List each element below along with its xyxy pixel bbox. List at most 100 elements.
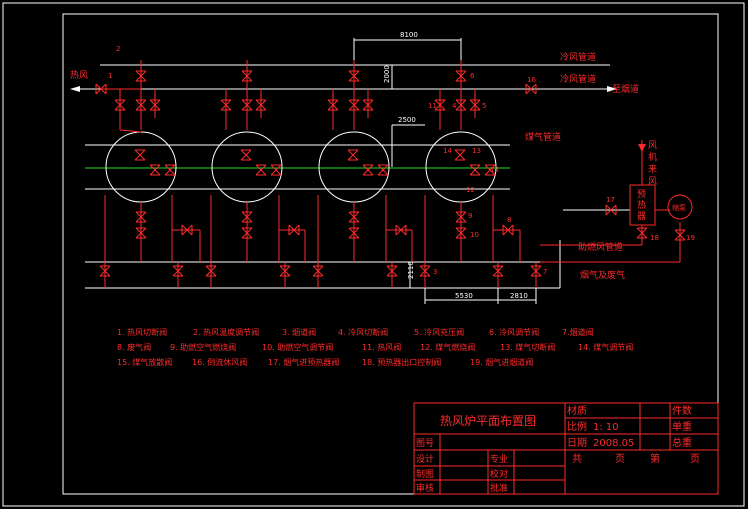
page-label-2: 页 (690, 453, 700, 465)
count-label: 件数 (672, 404, 692, 417)
legend-item: 1. 热风切断阀 (117, 327, 167, 337)
combustion-air-label: 助燃风管道 (578, 241, 623, 253)
red-piping (100, 60, 681, 288)
stove-2 (211, 131, 283, 203)
legend-item: 3. 烟道阀 (282, 327, 316, 337)
valve-num-6: 6 (470, 72, 475, 80)
valve-icon (241, 70, 253, 82)
valve-num-12: 12 (466, 186, 475, 194)
valve-icon (135, 70, 147, 82)
legend-item: 5. 冷风充压阀 (414, 327, 464, 337)
legend-item: 4. 冷风切断阀 (338, 327, 388, 337)
legend-item: 9. 助燃空气燃烧阀 (170, 342, 236, 352)
legend-item: 11. 热风阀 (362, 342, 401, 352)
date-value: 2008.05 (593, 438, 634, 449)
legend-item: 13. 煤气切断阀 (500, 342, 555, 352)
scale-value: 1: 10 (593, 422, 619, 433)
legend-item: 14. 煤气调节阀 (578, 342, 633, 352)
valve-num-8: 8 (507, 216, 511, 224)
approve-label: 批准 (490, 482, 508, 494)
valve-num-11: 11 (428, 102, 437, 110)
drafting-label: 制图 (416, 468, 434, 480)
weight-label: 单重 (672, 420, 692, 433)
preheater-char-2: 热 (637, 199, 646, 211)
scale-label: 比例 (567, 420, 587, 433)
valve-num-10: 10 (470, 231, 479, 239)
valve-icon (455, 70, 467, 82)
material-label: 材质 (567, 404, 587, 417)
page-label-1: 页 (615, 453, 625, 465)
legend-item: 10. 助燃空气调节阀 (262, 342, 333, 352)
legend-item: 16. 倒流休风阀 (192, 357, 247, 367)
legend-item: 17. 烟气进预热器阀 (268, 357, 339, 367)
valve-num-7: 7 (543, 268, 547, 276)
stove-1 (105, 131, 177, 203)
pump-label: 缩泵 (672, 203, 686, 212)
valve-num-3: 3 (433, 268, 437, 276)
pump-icon (667, 194, 693, 220)
design-label: 设计 (416, 453, 434, 465)
fan-char-3: 来 (648, 164, 657, 175)
valve-num-15: 15 (490, 166, 499, 174)
preheater-char-1: 预 (637, 189, 646, 200)
stove-3 (318, 131, 390, 203)
valve-legend: 1. 热风切断阀 2. 热风温度调节阀 3. 烟道阀 4. 冷风切断阀 5. 冷… (117, 327, 633, 367)
stove-valves (134, 149, 496, 176)
drawing-no-label: 图号 (416, 438, 434, 449)
legend-item: 7.烟道阀 (562, 327, 594, 337)
valve-num-5: 5 (482, 102, 486, 110)
valve-num-14: 14 (443, 147, 452, 155)
sheet-no-label: 第 (650, 452, 660, 465)
preheater-char-3: 器 (637, 211, 646, 222)
preheater-box (629, 184, 656, 226)
fan-arrow-icon (638, 144, 646, 152)
title-block (413, 402, 719, 495)
dim-2110: 2110 (407, 261, 415, 279)
total-weight-label: 总重 (672, 436, 692, 449)
drawing-title: 热风炉平面布置图 (440, 414, 536, 428)
review-label: 审核 (416, 482, 434, 494)
dim-2500: 2500 (398, 116, 416, 124)
chimney-arrow (607, 86, 617, 92)
gas-pipe-label: 煤气管道 (525, 131, 561, 143)
stoves (105, 131, 497, 203)
major-label: 专业 (490, 453, 508, 465)
fan-char-1: 风 (648, 140, 657, 151)
flue-gas-label: 烟气及废气 (580, 269, 625, 281)
dimension-lines (353, 38, 537, 304)
valve-num-4: 4 (452, 102, 457, 110)
cold-air-pipe-label: 冷风管道 (560, 51, 596, 63)
valves (95, 70, 686, 277)
dim-8100: 8100 (400, 31, 418, 39)
fan-char-4: 风 (648, 176, 657, 187)
valve-num-17: 17 (606, 196, 615, 204)
valve-num-13: 13 (472, 147, 481, 155)
legend-item: 15. 煤气放散阀 (117, 357, 172, 367)
dim-2000: 2000 (383, 65, 391, 83)
legend-item: 2. 热风温度调节阀 (193, 327, 259, 337)
inner-frame (62, 13, 719, 495)
valve-icon (348, 70, 360, 82)
hot-air-arrow (70, 86, 80, 92)
check-label: 校对 (490, 468, 508, 480)
valve-num-19: 19 (686, 234, 695, 242)
dim-5530: 5530 (455, 292, 473, 300)
legend-item: 8. 废气阀 (117, 342, 151, 352)
legend-item: 18. 预热器出口控制阀 (362, 357, 441, 367)
valve-num-2: 2 (116, 45, 120, 53)
pipelines (76, 64, 630, 289)
hot-air-label: 热风 (70, 69, 88, 81)
fan-char-2: 机 (648, 151, 657, 163)
date-label: 日期 (567, 437, 587, 449)
title-block-text: 热风炉平面布置图 材质 件数 比例 1: 10 单重 日期 2008.05 总重… (416, 404, 700, 494)
stove-4 (425, 131, 497, 203)
valve-num-18: 18 (650, 234, 659, 242)
total-label: 共 (572, 453, 582, 465)
dim-2810: 2810 (510, 292, 528, 300)
valve-num-9: 9 (468, 212, 472, 220)
chimney-label: 至烟道 (612, 83, 639, 95)
legend-item: 12. 煤气燃烧阀 (420, 342, 475, 352)
